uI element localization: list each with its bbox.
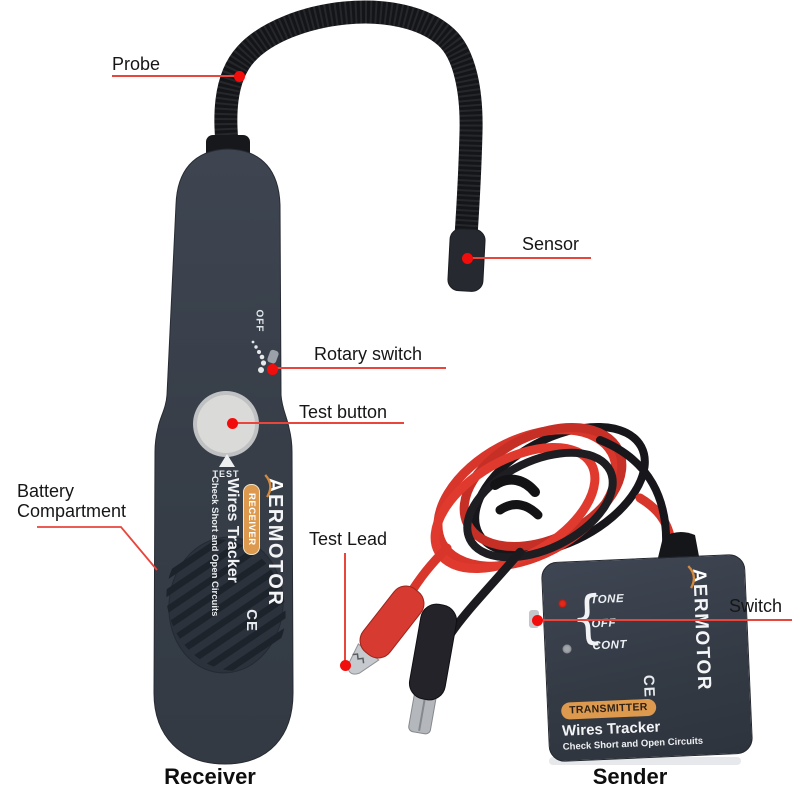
probe-marker-dot <box>234 71 245 82</box>
sender-caption: Sender <box>592 764 668 789</box>
sender-reflection <box>549 757 741 765</box>
sender-box: { TONE OFF CONT A ERMOTOR CE TRANSMITTER… <box>540 553 754 763</box>
probe-label: Probe <box>112 54 161 74</box>
battery-compartment-label: Battery Compartment <box>17 481 126 521</box>
aermotor-logo-icon: A <box>687 565 710 589</box>
rotary-off-label: OFF <box>253 309 265 333</box>
rotary-leader-line <box>274 367 446 369</box>
sender-badge: TRANSMITTER <box>560 698 657 720</box>
test-button-annotation-label: Test button <box>299 402 388 422</box>
probe-leader-line <box>112 75 239 77</box>
receiver-caption: Receiver <box>164 764 256 789</box>
sender-brand: A ERMOTOR <box>686 565 716 699</box>
receiver-subtitle: Check Short and Open Circuits <box>209 476 220 617</box>
receiver-product-name: Wires Tracker <box>224 478 241 583</box>
test-button-leader-line <box>234 422 404 424</box>
ce-mark: CE <box>243 609 260 632</box>
brand-rest: ERMOTOR <box>688 583 715 692</box>
switch-marker-dot <box>532 615 543 626</box>
test-lead-marker-dot <box>340 660 351 671</box>
cont-led <box>562 644 572 654</box>
test-button-marker-dot <box>227 418 238 429</box>
sensor-label: Sensor <box>522 234 580 254</box>
sensor-leader-line <box>470 257 591 259</box>
tone-led <box>558 599 567 608</box>
receiver-badge: RECEIVER <box>243 484 260 555</box>
battery-leader-line <box>37 526 158 571</box>
brand-initial: A <box>264 478 286 494</box>
battery-label-line1: Battery <box>17 481 75 501</box>
brand-rest: ERMOTOR <box>264 493 286 607</box>
test-button-label: TEST <box>212 469 240 479</box>
black-alligator-clip <box>408 603 458 735</box>
test-lead-label: Test Lead <box>309 529 388 549</box>
test-button <box>193 391 259 457</box>
test-lead-leader-line <box>344 553 346 664</box>
battery-label-line2: Compartment <box>17 501 127 521</box>
sensor-marker-dot <box>462 253 473 264</box>
rotary-switch-knob <box>267 349 279 364</box>
sender-product-name: Wires Tracker <box>561 718 661 740</box>
receiver-print-panel: A ERMOTOR RECEIVER CE Wires Tracker Chec… <box>194 472 286 642</box>
brand-initial: A <box>688 568 710 585</box>
switch-label: Switch <box>729 596 783 616</box>
receiver-brand: A ERMOTOR <box>263 472 286 642</box>
aermotor-logo-icon: A <box>263 474 286 498</box>
switch-position-cont: CONT <box>592 638 628 653</box>
switch-leader-line <box>542 619 792 621</box>
probe-gooseneck <box>214 0 483 248</box>
switch-position-tone: TONE <box>590 592 625 607</box>
test-arrow-icon <box>219 454 235 467</box>
rotary-switch-dots <box>251 340 267 373</box>
ce-mark: CE <box>639 674 658 699</box>
test-lead-wires <box>405 422 677 643</box>
rotary-marker-dot <box>267 364 278 375</box>
rotary-switch-label: Rotary switch <box>314 344 423 364</box>
